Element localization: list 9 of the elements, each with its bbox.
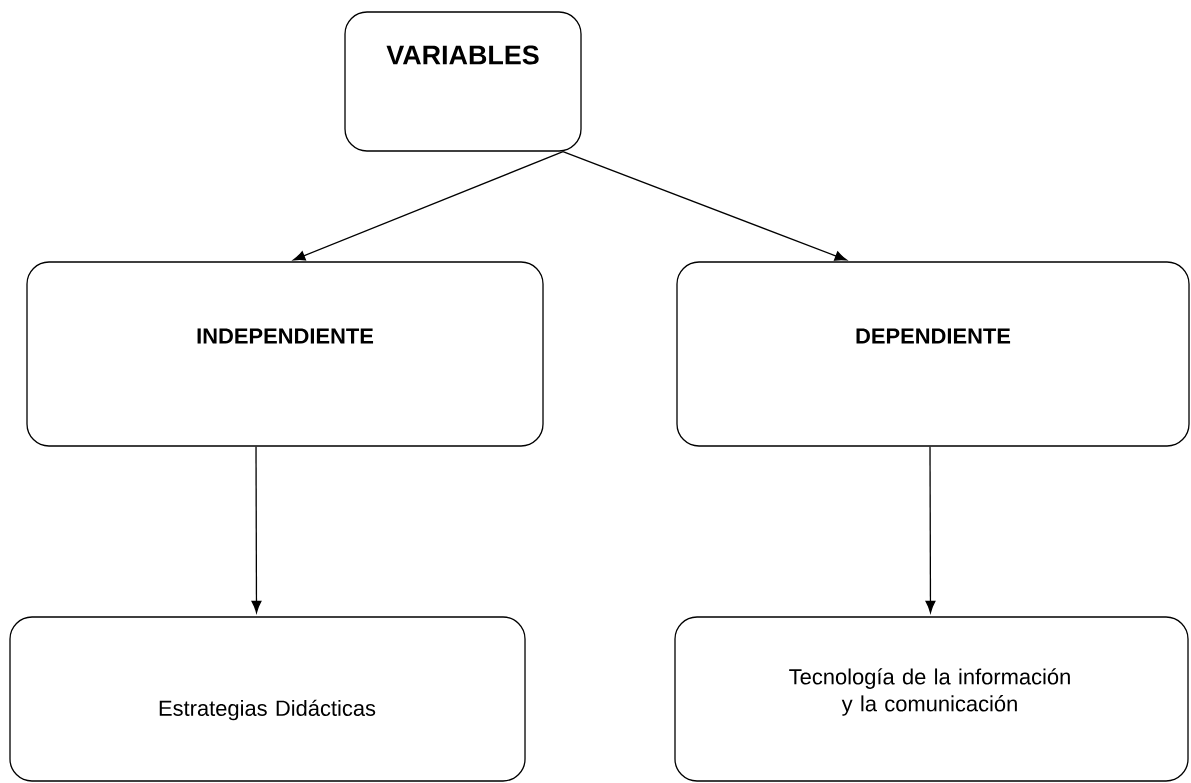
process-box: Estrategias Didácticas <box>9 616 526 782</box>
arrow <box>562 151 847 261</box>
process-box: DEPENDIENTE <box>676 261 1190 447</box>
process-box: VARIABLES <box>344 11 582 152</box>
process-box: INDEPENDIENTE <box>26 261 544 447</box>
process-box: Tecnología de la información y la comunicación <box>674 616 1189 782</box>
arrow <box>251 446 262 613</box>
arrow <box>293 151 564 261</box>
arrow <box>925 446 936 613</box>
